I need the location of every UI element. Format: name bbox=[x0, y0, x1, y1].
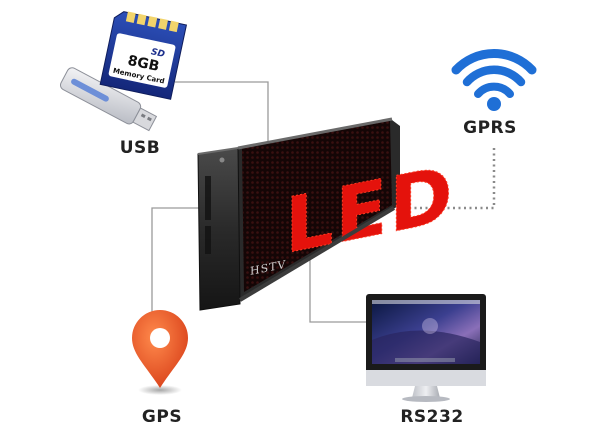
rs232-label: RS232 bbox=[400, 407, 464, 427]
sd-card-logo: SD bbox=[150, 47, 166, 60]
rs232-monitor-icon bbox=[366, 294, 486, 402]
usb-connector-line bbox=[175, 81, 269, 150]
gps-label: GPS bbox=[141, 407, 183, 427]
usb-label: USB bbox=[119, 138, 161, 158]
gprs-label: GPRS bbox=[463, 118, 517, 138]
gprs-wifi-icon bbox=[451, 49, 537, 111]
led-sign: LED HSTV bbox=[197, 117, 455, 311]
sd-card-capacity: 8GB bbox=[126, 53, 161, 75]
gps-pin-icon bbox=[132, 310, 188, 395]
sd-card-icon: SD 8GB Memory Card bbox=[99, 11, 188, 100]
led-display-text: LED bbox=[285, 150, 454, 272]
gps-connector-line bbox=[151, 207, 210, 322]
gprs-connector-line bbox=[392, 148, 496, 210]
